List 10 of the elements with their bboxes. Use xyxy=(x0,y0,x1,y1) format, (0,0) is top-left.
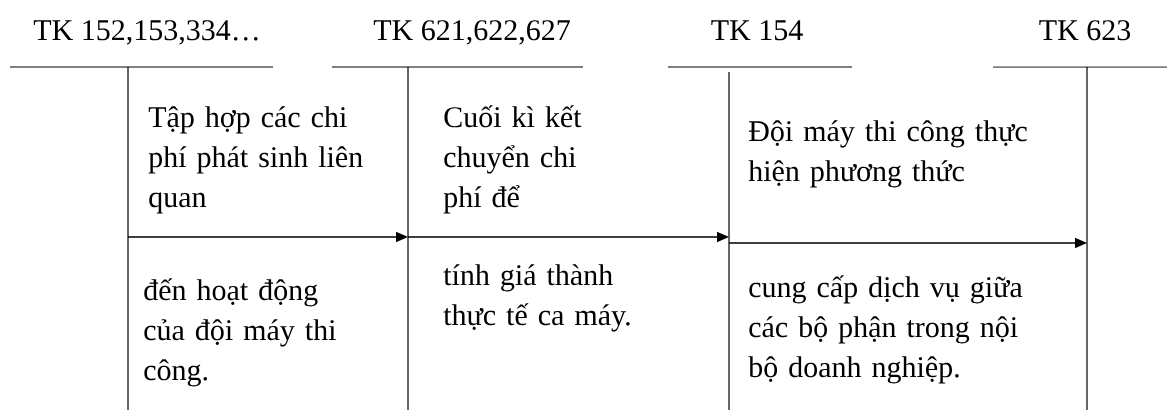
account-title: TK 152,153,334… xyxy=(33,20,258,45)
note-text: đến hoạt động của đội máy thi công. xyxy=(144,278,336,387)
account-title: TK 623 xyxy=(1039,20,1131,41)
edge-label: Cuối kì kết chuyển chi phí để xyxy=(443,105,582,214)
note-text: tính giá thành thực tế ca máy. xyxy=(443,264,630,332)
edge-label: Đội máy thi công thực hiện phương thức xyxy=(748,120,1027,188)
account-title: TK 154 xyxy=(711,20,803,41)
edge-label: Tập hợp các chi phí phát sinh liên quan xyxy=(148,106,363,214)
account-title: TK 621,622,627 xyxy=(373,20,570,45)
note-text: cung cấp dịch vụ giữa các bộ phận trong nội bộ doanh nghiệp. xyxy=(748,275,1023,384)
